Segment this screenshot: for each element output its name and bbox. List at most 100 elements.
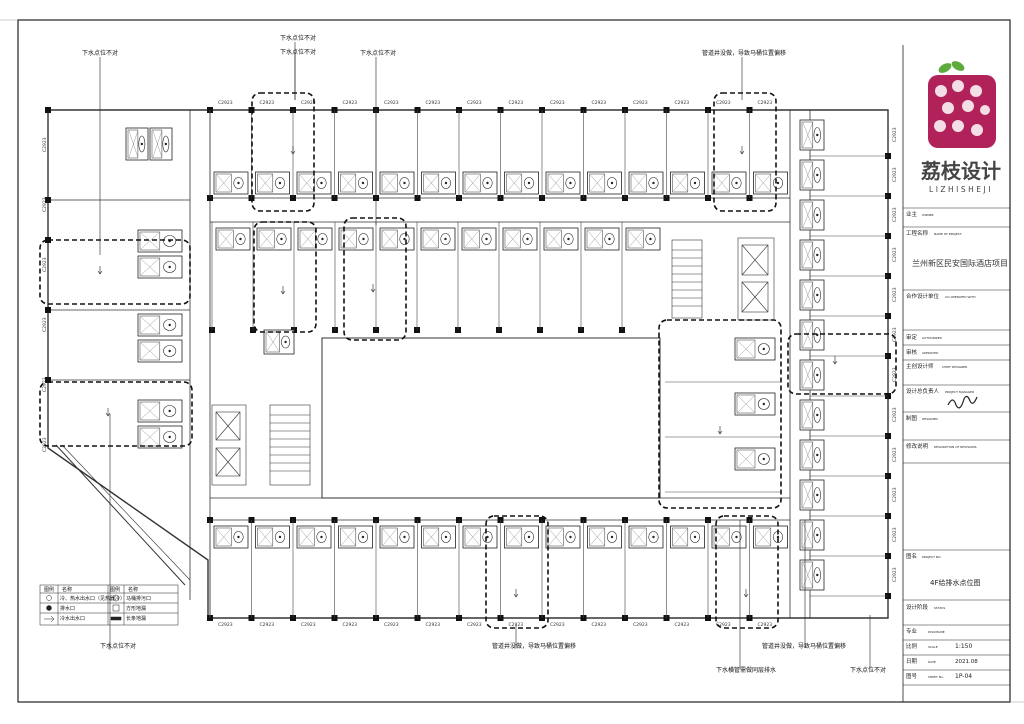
annotation-text: 下水点位不对	[280, 48, 316, 56]
annotation-text: 下水点位不对	[850, 666, 886, 674]
markup-cloud	[251, 92, 315, 212]
svg-text:AUTHORIZED: AUTHORIZED	[922, 336, 943, 340]
svg-text:PROJECT NO.: PROJECT NO.	[922, 555, 941, 559]
window-tag: C2923	[42, 137, 48, 152]
bathroom-module	[137, 313, 183, 337]
svg-text:马桶排污口: 马桶排污口	[126, 595, 151, 602]
annotation-text: 管道井没做，导致马桶位置偏移	[492, 642, 576, 650]
column	[45, 307, 51, 313]
bathroom-module	[584, 227, 620, 251]
bathroom-module	[462, 171, 498, 195]
bathroom-module	[504, 525, 539, 549]
tb-label: 图号	[906, 672, 918, 680]
window-tag: C2923	[758, 622, 773, 628]
annotation-text: 下水点位不对	[82, 49, 118, 57]
window-tag: C2923	[42, 317, 48, 332]
drain-outlet-icon	[46, 605, 52, 611]
svg-text:CHIEF DESIGNER: CHIEF DESIGNER	[942, 365, 967, 369]
window-tag: C2923	[42, 197, 48, 212]
bathroom-module	[149, 127, 173, 161]
bathroom-module	[799, 559, 825, 591]
window-tag: C2923	[716, 622, 731, 628]
brand-name: 荔枝设计	[921, 159, 1001, 183]
bathroom-module	[461, 227, 497, 251]
bathroom-module	[256, 227, 292, 251]
markup-cloud	[343, 217, 407, 341]
window-tag: C2923	[675, 100, 690, 106]
elevator-core-left	[211, 404, 247, 486]
drain-arrow	[513, 589, 519, 598]
title-block: 荔枝设计 LIZHISHEJI 业主 OWNER	[902, 45, 1010, 703]
tb-label: 制图	[906, 414, 918, 422]
bathroom-module	[799, 119, 825, 151]
window-tag: C2923	[892, 127, 898, 142]
column	[45, 197, 51, 203]
bathroom-module	[137, 399, 183, 423]
drain-arrow	[290, 146, 296, 155]
bathroom-module	[799, 279, 825, 311]
window-tag: C2923	[592, 622, 607, 628]
legend-labels: 图例 名称 图例 名称 冷、热水出水口（见热器冷） 排水口 冷水出水口 马桶排污…	[44, 586, 151, 622]
tb-label: 审核	[906, 348, 918, 356]
window-tag: C2923	[892, 527, 898, 542]
bathroom-module	[462, 525, 498, 549]
bathroom-module	[421, 171, 456, 195]
svg-text:SHEET No.: SHEET No.	[928, 675, 944, 679]
annotation-text: 下水点位不对	[360, 49, 396, 57]
project-name: 兰州新区民安国际酒店项目	[912, 258, 1008, 268]
window-tag: C2923	[892, 327, 898, 342]
svg-text:NAME OF PROJECT: NAME OF PROJECT	[934, 232, 962, 236]
bathroom-module	[338, 227, 374, 251]
bathroom-module	[799, 359, 825, 391]
markup-cloud	[39, 239, 191, 305]
window-tag: C2923	[892, 287, 898, 302]
markup-cloud	[658, 319, 782, 509]
bathroom-module	[137, 339, 183, 363]
drain-arrow	[97, 266, 103, 275]
bathroom-module	[587, 525, 622, 549]
tb-label: 业主	[906, 210, 918, 218]
window-tag: C2923	[384, 100, 399, 106]
tb-label: 专业	[906, 627, 918, 635]
bathroom-module	[628, 525, 664, 549]
svg-text:冷水出水口: 冷水出水口	[60, 615, 85, 622]
review-markups	[39, 92, 897, 629]
toilet-drain-icon	[112, 594, 120, 602]
bathroom-module	[213, 525, 249, 549]
svg-text:CO-OPERATED WITH: CO-OPERATED WITH	[945, 295, 976, 299]
bathroom-module	[734, 392, 776, 416]
window-tag: C2923	[758, 100, 773, 106]
bathroom-module	[799, 479, 825, 511]
cold-hot-water-outlet-icon	[46, 595, 52, 601]
drain-arrow	[743, 589, 749, 598]
bathroom-module	[799, 319, 825, 351]
window-tag: C2923	[633, 622, 648, 628]
bathroom-module	[799, 159, 825, 191]
window-tag: C2923	[550, 100, 565, 106]
window-tag: C2923	[426, 622, 441, 628]
tb-label: 图名	[906, 552, 917, 560]
square-floor-drain-icon	[112, 604, 120, 612]
bathroom-module	[670, 525, 705, 549]
tb-label: 设计总负责人	[906, 387, 940, 395]
window-tag: C2923	[42, 377, 48, 392]
column	[45, 377, 51, 383]
bathroom-module	[379, 525, 415, 549]
bathroom-module	[296, 525, 332, 549]
window-tag: C2923	[218, 100, 233, 106]
window-tag: C2923	[892, 567, 898, 582]
window-tag: C2923	[892, 487, 898, 502]
window-tag: C2923	[892, 207, 898, 222]
bathroom-module	[137, 425, 183, 449]
bathroom-module	[587, 171, 622, 195]
markup-cloud	[713, 92, 777, 212]
window-tag: C2923	[301, 622, 316, 628]
svg-text:PROJECT MANAGER: PROJECT MANAGER	[945, 390, 974, 394]
window-tag: C2923	[260, 100, 275, 106]
bathroom-module	[799, 399, 825, 431]
bathroom-module	[799, 199, 825, 231]
annotation-leaders	[99, 42, 871, 668]
annotation-text: 管道井没做，导致马桶位置偏移	[762, 642, 846, 650]
bathroom-module	[543, 227, 579, 251]
